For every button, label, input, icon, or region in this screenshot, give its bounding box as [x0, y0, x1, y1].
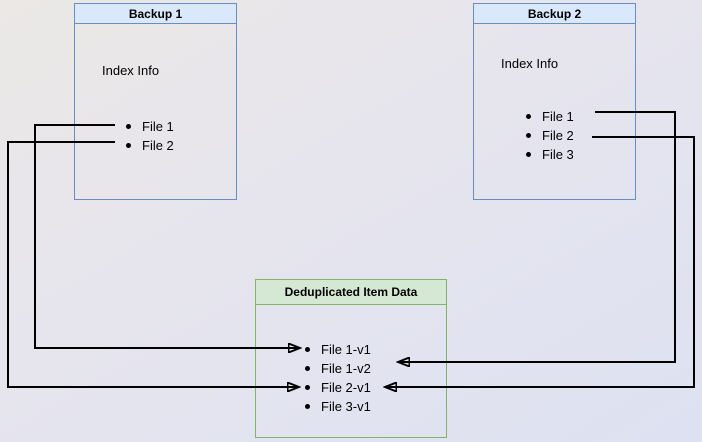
dedup-file-1v2: File 1-v2 — [321, 361, 371, 376]
bullet-icon — [526, 133, 531, 138]
dedup-file-3v1: File 3-v1 — [321, 399, 371, 414]
dedup-file-list: File 1-v1 File 1-v2 File 2-v1 File 3-v1 — [305, 340, 371, 416]
bullet-icon — [305, 404, 310, 409]
bullet-icon — [126, 124, 131, 129]
list-item: File 1-v2 — [305, 359, 371, 378]
backup1-box: Backup 1 Index Info File 1 File 2 — [74, 3, 237, 200]
bullet-icon — [526, 114, 531, 119]
backup2-index-info-label: Index Info — [501, 56, 559, 71]
bullet-icon — [305, 347, 310, 352]
backup2-title: Backup 2 — [474, 4, 635, 24]
dedup-box: Deduplicated Item Data File 1-v1 File 1-… — [255, 279, 447, 438]
backup2-file-3: File 3 — [542, 147, 574, 162]
bullet-icon — [305, 366, 310, 371]
backup2-box: Backup 2 Index Info File 1 File 2 File 3 — [473, 3, 636, 200]
list-item: File 1-v1 — [305, 340, 371, 359]
list-item: File 3 — [526, 145, 574, 164]
backup1-file-2: File 2 — [142, 138, 174, 153]
backup1-title: Backup 1 — [75, 4, 236, 24]
backup1-index-info-label: Index Info — [102, 63, 160, 78]
list-item: File 2-v1 — [305, 378, 371, 397]
dedup-file-1v1: File 1-v1 — [321, 342, 371, 357]
dedup-file-2v1: File 2-v1 — [321, 380, 371, 395]
backup2-file-2: File 2 — [542, 128, 574, 143]
bullet-icon — [126, 143, 131, 148]
backup1-file-1: File 1 — [142, 119, 174, 134]
list-item: File 3-v1 — [305, 397, 371, 416]
list-item: File 1 — [126, 117, 174, 136]
backup2-file-1: File 1 — [542, 109, 574, 124]
backup2-file-list: File 1 File 2 File 3 — [526, 107, 574, 164]
backup1-file-list: File 1 File 2 — [126, 117, 174, 155]
list-item: File 2 — [126, 136, 174, 155]
dedup-title: Deduplicated Item Data — [256, 280, 446, 305]
bullet-icon — [305, 385, 310, 390]
bullet-icon — [526, 152, 531, 157]
list-item: File 1 — [526, 107, 574, 126]
list-item: File 2 — [526, 126, 574, 145]
